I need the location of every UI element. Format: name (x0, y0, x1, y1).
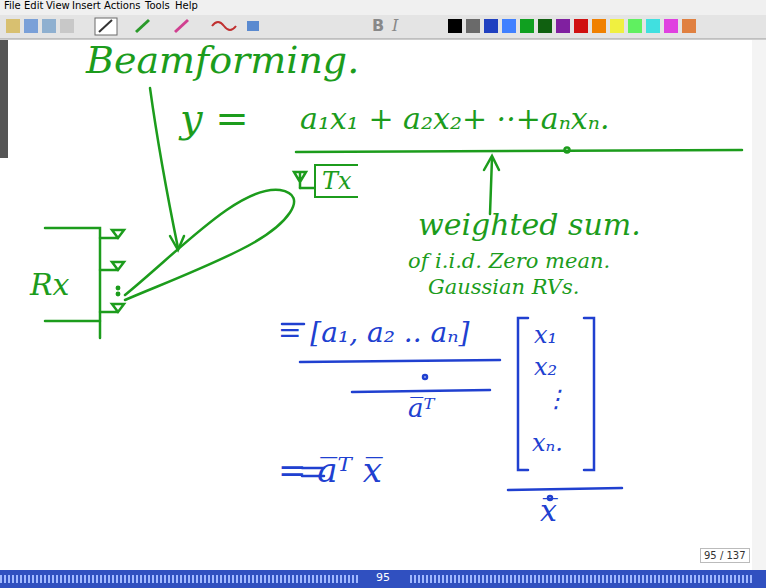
title: Beamforming. (86, 40, 359, 82)
vector-label: a̅ᵀ (408, 394, 434, 423)
page-indicator: 95 / 137 (700, 548, 750, 563)
page-number: 95 (376, 572, 390, 584)
menu-item: File (4, 0, 21, 11)
menu-item: Actions (104, 0, 141, 11)
toolbar-button: B (372, 17, 384, 35)
receiver-array: Rx (30, 268, 70, 301)
node-text: Tx (322, 168, 352, 194)
note: Gaussian RVs. (428, 276, 580, 299)
equation: a₁x₁ + a₂x₂+ ··+aₙxₙ. (300, 102, 609, 135)
toolbar-button: I (392, 17, 398, 35)
menu-item: Help (175, 0, 198, 11)
vector-label: x̅ (540, 494, 557, 527)
vector-entry: ⋮ (544, 386, 568, 412)
menu-item: Insert (72, 0, 101, 11)
note: of i.i.d. Zero mean. (408, 250, 610, 273)
menu-item: Edit (24, 0, 43, 11)
equation: = a̅ᵀ x̅ (278, 452, 382, 489)
menu-item: Tools (145, 0, 170, 11)
equation: y = (180, 96, 249, 140)
note: weighted sum. (418, 208, 641, 241)
equation: = [a₁, a₂ .. aₙ] (278, 318, 470, 349)
vector-entry: xₙ. (532, 430, 563, 456)
menu-item: View (46, 0, 70, 11)
transmitter: Tx (314, 164, 358, 198)
node-text: Rx (30, 268, 70, 301)
vector-entry: x₁ (534, 322, 557, 348)
vector-entry: x₂ (534, 354, 557, 380)
